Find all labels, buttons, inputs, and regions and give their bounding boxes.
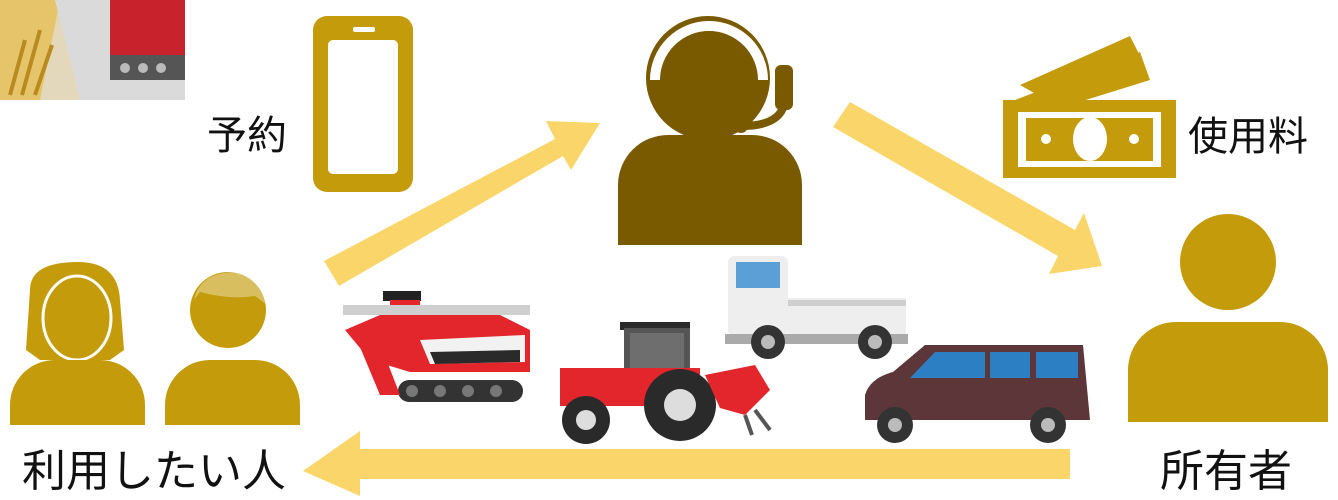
combine-harvester-photo <box>0 0 185 100</box>
money-icon <box>1003 36 1176 178</box>
arrow-to-users <box>303 431 1070 496</box>
smartphone-icon <box>313 16 413 192</box>
owner-label: 所有者 <box>1160 450 1292 494</box>
reservation-label: 予約 <box>207 116 287 156</box>
minivan-icon <box>865 345 1090 443</box>
users-label: 利用したい人 <box>22 450 286 494</box>
truck-icon <box>725 256 908 359</box>
combine-harvester-icon <box>343 291 530 402</box>
users-icon <box>10 262 300 425</box>
person-icon <box>1128 214 1328 422</box>
headset-operator-icon <box>618 16 802 245</box>
usage-fee-label: 使用料 <box>1188 117 1308 157</box>
